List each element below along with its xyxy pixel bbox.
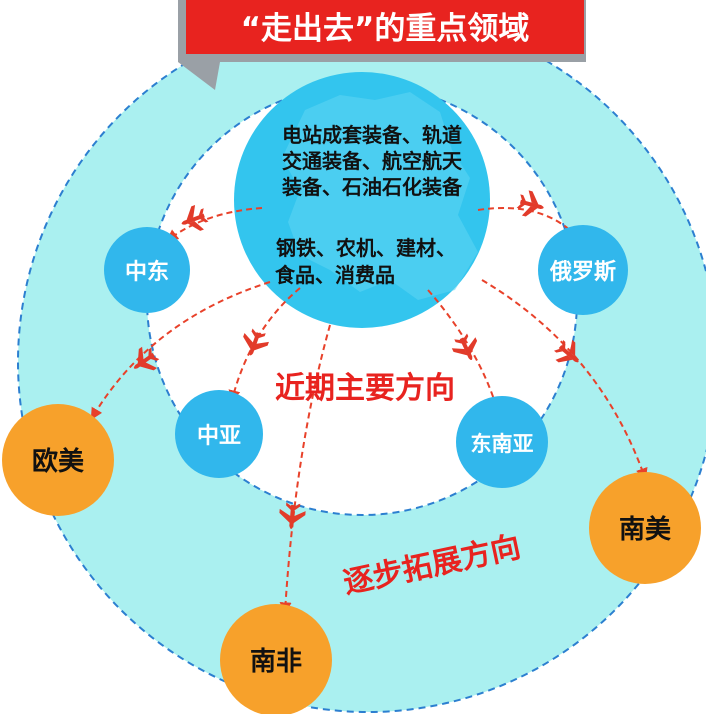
node-russia (538, 225, 628, 315)
equipment-line-3: 装备、石油石化装备 (281, 175, 463, 199)
near-term-label: 近期主要方向 (275, 371, 455, 406)
title-banner: “走出去”的重点领域 (178, 0, 586, 90)
equipment-line-1: 电站成套装备、轨道 (282, 123, 462, 147)
arrow-to-south-america (481, 279, 648, 481)
outer-nodes: 欧美 南美 南非 (2, 404, 701, 714)
node-central-asia (175, 390, 263, 478)
title-text: “走出去”的重点领域 (241, 11, 530, 47)
node-middle-east (104, 227, 190, 313)
node-russia-label: 俄罗斯 (549, 259, 616, 285)
center-text: 电站成套装备、轨道 交通装备、航空航天 装备、石油石化装备 钢铁、农机、建材、 … (275, 123, 463, 287)
arrow-to-middle-east (166, 207, 263, 242)
arrow-to-south-africa (279, 324, 331, 615)
equipment-line-2: 交通装备、航空航天 (282, 149, 463, 173)
map-silhouette (282, 92, 478, 300)
consumer-line-2: 食品、消费品 (275, 263, 395, 287)
inner-nodes: 中东 俄罗斯 中亚 东南亚 (104, 225, 628, 488)
node-southeast-asia-label: 东南亚 (471, 432, 534, 456)
node-south-africa (220, 604, 332, 714)
node-south-africa-label: 南非 (250, 647, 302, 677)
node-central-asia-label: 中亚 (197, 424, 241, 449)
node-south-america (589, 472, 701, 584)
node-europe-america (2, 404, 114, 516)
node-europe-america-label: 欧美 (32, 446, 84, 477)
node-middle-east-label: 中东 (125, 259, 169, 285)
node-southeast-asia (456, 396, 548, 488)
consumer-line-1: 钢铁、农机、建材、 (276, 236, 456, 260)
node-south-america-label: 南美 (619, 514, 671, 545)
arrow-to-europe (90, 281, 271, 421)
